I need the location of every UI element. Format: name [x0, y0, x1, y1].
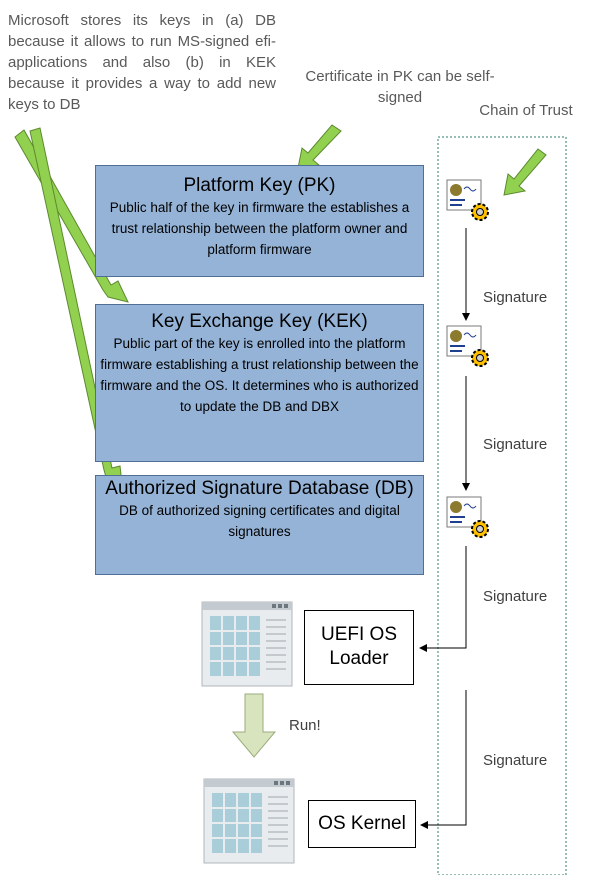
chain-of-trust-arrow	[503, 148, 547, 196]
signature-label: Signature	[483, 588, 548, 605]
signature-label: Signature	[483, 436, 548, 453]
run-label: Run!	[289, 717, 321, 734]
signature-database-title: Authorized Signature Database (DB)	[105, 478, 414, 499]
key-exchange-key-box: Key Exchange Key (KEK) Public part of th…	[95, 304, 424, 462]
key-exchange-key-title: Key Exchange Key (KEK)	[151, 311, 368, 332]
platform-key-title: Platform Key (PK)	[183, 175, 336, 196]
chain-of-trust-title: Chain of Trust	[479, 102, 573, 119]
chain-of-trust-column	[437, 136, 567, 875]
signature-arrow	[419, 546, 467, 652]
key-exchange-key-description: Public part of the key is enrolled into …	[100, 336, 419, 414]
application-window-icon	[203, 778, 295, 864]
certificate-icon	[446, 179, 489, 221]
run-arrow	[231, 693, 277, 758]
certificate-icon	[446, 325, 489, 367]
platform-key-box: Platform Key (PK) Public half of the key…	[95, 165, 424, 277]
os-kernel-box: OS Kernel	[308, 800, 416, 848]
ms-to-db-arrow	[29, 127, 123, 484]
signature-arrow	[420, 690, 467, 829]
signature-label: Signature	[483, 752, 548, 769]
platform-key-description: Public half of the key in firmware the e…	[109, 200, 410, 257]
microsoft-keys-note: Microsoft stores its keys in (a) DB beca…	[8, 12, 276, 113]
signature-label: Signature	[483, 289, 548, 306]
certificate-icon	[446, 496, 489, 538]
pk-self-signed-note: Certificate in PK can be self-signed	[305, 68, 495, 106]
uefi-os-loader-box: UEFI OS Loader	[304, 610, 414, 685]
pk-note-arrow	[297, 124, 342, 169]
application-window-icon	[201, 601, 293, 687]
signature-database-box: Authorized Signature Database (DB) DB of…	[95, 475, 424, 575]
signature-database-description: DB of authorized signing certificates an…	[119, 503, 400, 539]
